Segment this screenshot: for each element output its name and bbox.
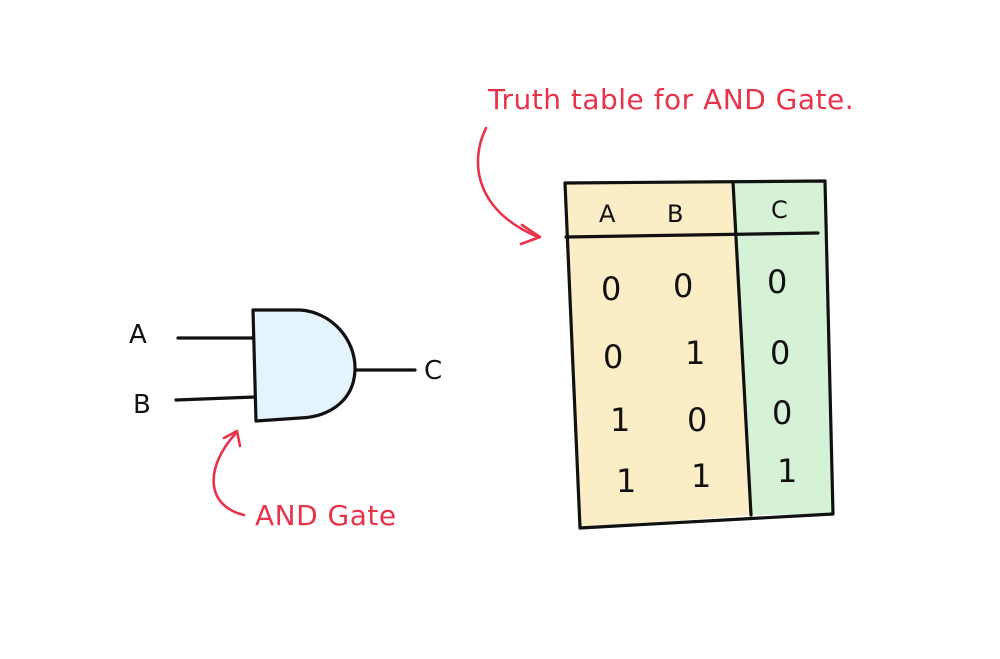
table-header-b: B <box>667 200 684 228</box>
gate-caption-arrowhead <box>222 429 242 448</box>
gate-input-b-label: B <box>133 390 151 420</box>
table-cell: 1 <box>616 462 637 500</box>
gate-caption: AND Gate <box>255 499 397 532</box>
table-caption-arrowhead <box>519 223 542 246</box>
table-cell: 0 <box>772 394 793 432</box>
table-cell: 0 <box>770 334 791 372</box>
table-cell: 0 <box>673 267 694 305</box>
table-cell: 1 <box>691 457 712 495</box>
table-output-fill <box>733 181 833 515</box>
table-cell: 1 <box>777 452 798 490</box>
table-cell: 1 <box>685 334 706 372</box>
table-cell: 0 <box>687 401 708 439</box>
gate-output-label: C <box>424 356 443 386</box>
input-b-wire <box>174 395 258 402</box>
gate-caption-arrow <box>212 431 246 517</box>
table-header-a: A <box>599 200 616 228</box>
table-cell: 1 <box>610 401 631 439</box>
table-caption: Truth table for AND Gate. <box>488 83 855 116</box>
table-column-divider <box>731 180 753 517</box>
and-gate-body <box>251 308 357 423</box>
gate-input-a-label: A <box>129 320 147 350</box>
table-cell: 0 <box>603 338 624 376</box>
table-input-fill <box>565 182 751 528</box>
table-cell: 0 <box>767 263 788 301</box>
table-cell: 0 <box>601 270 622 308</box>
table-border <box>563 179 835 530</box>
table-header-c: C <box>771 196 788 224</box>
table-caption-arrow <box>476 126 540 239</box>
table-header-line <box>564 231 820 239</box>
